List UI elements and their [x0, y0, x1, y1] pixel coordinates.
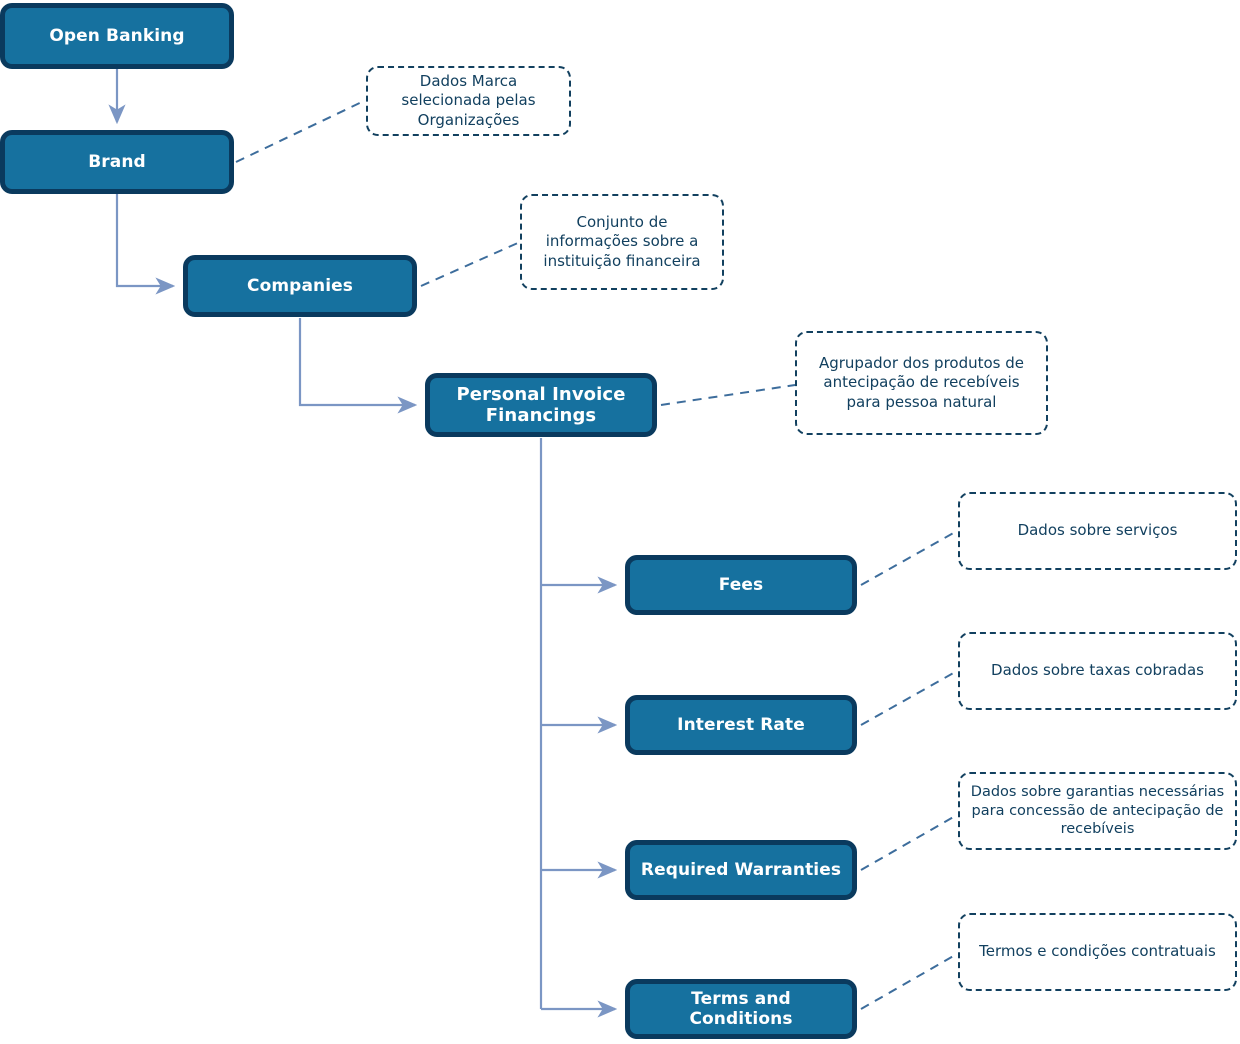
node-terms-and-conditions[interactable]: Terms and Conditions: [625, 979, 857, 1039]
node-interest-rate-label: Interest Rate: [677, 714, 805, 735]
edge-brand-to-companies: [115, 193, 176, 295]
leader-required-warranties-to-note: [860, 814, 958, 871]
note-personal-invoice-financings: Agrupador dos produtos de antecipação de…: [795, 331, 1048, 435]
note-companies: Conjunto de informações sobre a institui…: [520, 194, 724, 290]
leader-interest-rate-to-note: [860, 670, 958, 726]
edge-companies-to-personal-invoice-financings: [298, 318, 418, 414]
note-brand-text: Dados Marca selecionada pelas Organizaçõ…: [401, 72, 536, 129]
leader-brand-to-note: [235, 99, 367, 163]
note-interest-rate-text: Dados sobre taxas cobradas: [991, 661, 1204, 680]
node-terms-and-conditions-label: Terms and Conditions: [689, 988, 793, 1029]
node-companies-label: Companies: [247, 275, 353, 296]
node-fees-label: Fees: [718, 574, 764, 595]
note-brand: Dados Marca selecionada pelas Organizaçõ…: [366, 66, 571, 136]
node-required-warranties-label: Required Warranties: [640, 859, 842, 880]
note-required-warranties: Dados sobre garantias necessárias para c…: [958, 772, 1237, 850]
node-brand[interactable]: Brand: [0, 130, 234, 194]
node-personal-invoice-financings-label-line1: Personal Invoice: [456, 383, 626, 405]
note-fees-text: Dados sobre serviços: [1017, 521, 1178, 540]
note-interest-rate: Dados sobre taxas cobradas: [958, 632, 1237, 710]
node-fees[interactable]: Fees: [625, 555, 857, 615]
node-required-warranties[interactable]: Required Warranties: [625, 840, 857, 900]
node-companies[interactable]: Companies: [183, 255, 417, 317]
node-interest-rate[interactable]: Interest Rate: [625, 695, 857, 755]
node-open-banking-label: Open Banking: [49, 25, 185, 46]
note-fees: Dados sobre serviços: [958, 492, 1237, 570]
node-personal-invoice-financings[interactable]: Personal Invoice Financings: [425, 373, 657, 437]
leader-fees-to-note: [860, 530, 958, 586]
node-personal-invoice-financings-label-line2: Financings: [485, 405, 597, 426]
note-required-warranties-text: Dados sobre garantias necessárias para c…: [970, 784, 1225, 838]
leader-companies-to-note: [420, 241, 521, 287]
note-terms-and-conditions: Termos e condições contratuais: [958, 913, 1237, 991]
note-personal-invoice-financings-text: Agrupador dos produtos de antecipação de…: [818, 354, 1025, 411]
leader-pif-to-note: [660, 384, 796, 406]
node-brand-label: Brand: [88, 151, 146, 172]
note-companies-text: Conjunto de informações sobre a institui…: [543, 213, 701, 270]
leader-terms-to-note: [860, 953, 958, 1010]
node-open-banking[interactable]: Open Banking: [0, 3, 234, 69]
note-terms-and-conditions-text: Termos e condições contratuais: [979, 942, 1216, 961]
